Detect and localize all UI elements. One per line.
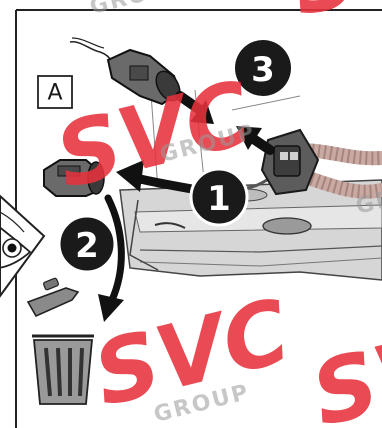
panel-letter: A: [47, 81, 62, 106]
eye-icon: [0, 196, 44, 296]
step-number: 3: [251, 50, 275, 90]
step-badge-1: 1: [191, 169, 247, 225]
step-number: 2: [75, 226, 99, 266]
watermark-brand: SVC: [280, 0, 382, 36]
step-badge-3: 3: [235, 40, 291, 96]
step-badge-2: 2: [59, 216, 115, 272]
watermark-brand: SVC: [302, 299, 382, 428]
trash-bin-icon: [28, 278, 94, 404]
step-number: 1: [207, 179, 231, 219]
watermark-group: GROUP: [353, 172, 382, 220]
